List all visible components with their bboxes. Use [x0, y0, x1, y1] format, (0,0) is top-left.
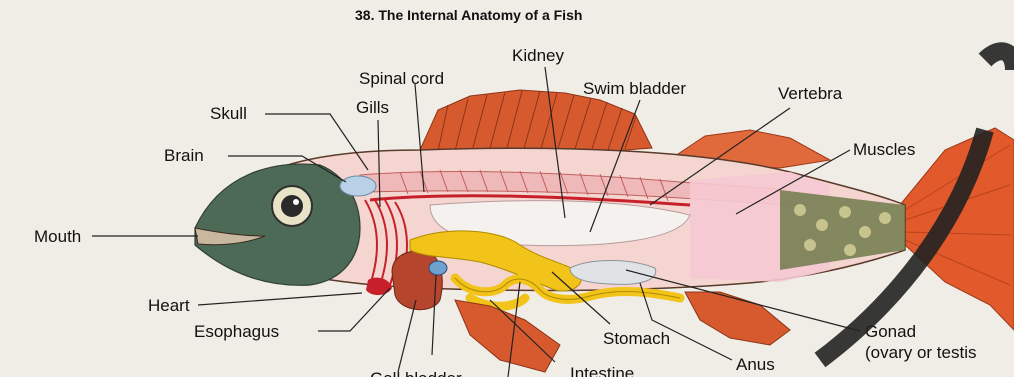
label-gills: Gills [356, 98, 389, 117]
label-intestine: Intestine [570, 364, 634, 377]
label-anus: Anus [736, 355, 775, 374]
label-stomach: Stomach [603, 329, 670, 348]
label-kidney: Kidney [512, 46, 564, 65]
label-brain: Brain [164, 146, 204, 165]
label-gonad-detail: (ovary or testis [865, 343, 976, 362]
brain [340, 176, 376, 196]
label-esophagus: Esophagus [194, 322, 279, 341]
label-gall-bladder: Gall bladder [370, 369, 462, 377]
gall-bladder [429, 261, 447, 275]
label-swim-bladder: Swim bladder [583, 79, 686, 98]
label-mouth: Mouth [34, 227, 81, 246]
label-vertebra: Vertebra [778, 84, 843, 103]
label-heart: Heart [148, 296, 190, 315]
label-spinal-cord: Spinal cord [359, 69, 444, 88]
diagram-title: 38. The Internal Anatomy of a Fish [355, 7, 582, 23]
label-skull: Skull [210, 104, 247, 123]
label-muscles: Muscles [853, 140, 915, 159]
